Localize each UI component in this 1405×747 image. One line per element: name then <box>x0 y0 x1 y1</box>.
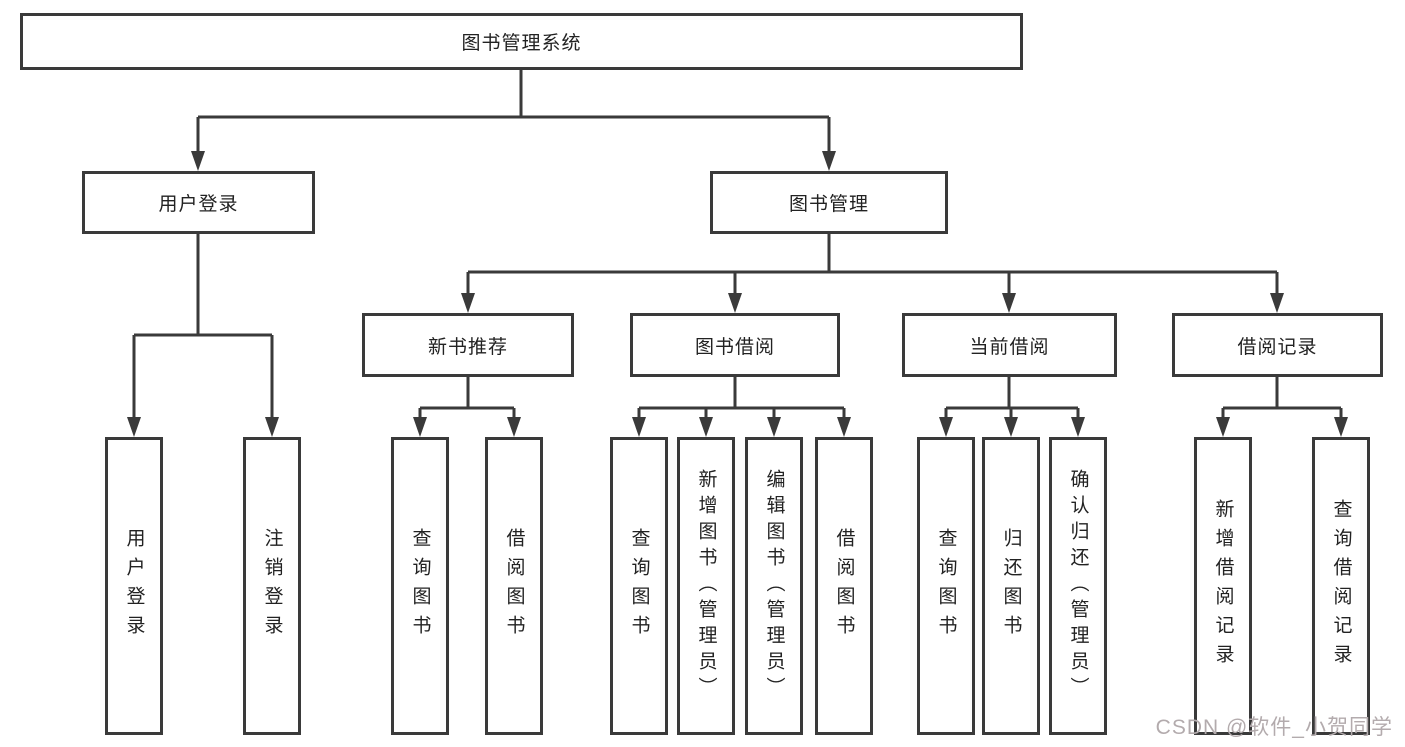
node-book-borrowing-label: 图书借阅 <box>694 336 775 358</box>
leaf-edit-books-admin-label: 编辑图书（管理员） <box>763 469 785 703</box>
leaf-user-login: 用户登录 <box>105 437 163 735</box>
leaf-borrow-books-1-label: 借阅图书 <box>503 528 525 644</box>
node-borrowing-records: 借阅记录 <box>1172 313 1383 377</box>
connector-user-login <box>132 234 274 420</box>
node-current-borrowing-label: 当前借阅 <box>969 336 1050 358</box>
leaf-query-books-3: 查询图书 <box>917 437 975 735</box>
node-user-login-label: 用户登录 <box>158 194 239 215</box>
connector-book-mgmt <box>466 234 1279 296</box>
leaf-borrow-books-1: 借阅图书 <box>485 437 543 735</box>
leaf-query-books-2: 查询图书 <box>610 437 668 735</box>
node-system-root: 图书管理系统 <box>20 13 1023 70</box>
node-system-root-label: 图书管理系统 <box>461 33 582 54</box>
leaf-query-books-2-label: 查询图书 <box>628 528 650 644</box>
leaf-logout-label: 注销登录 <box>261 528 283 644</box>
leaf-query-books-1-label: 查询图书 <box>409 528 431 644</box>
node-borrowing-records-label: 借阅记录 <box>1237 336 1318 358</box>
leaf-confirm-return-admin: 确认归还（管理员） <box>1049 437 1107 735</box>
connector-records <box>1221 377 1343 420</box>
leaf-borrow-books-2-label: 借阅图书 <box>833 528 855 644</box>
leaf-add-books-admin: 新增图书（管理员） <box>677 437 735 735</box>
leaf-add-books-admin-label: 新增图书（管理员） <box>695 469 717 703</box>
leaf-add-borrow-record-label: 新增借阅记录 <box>1212 499 1234 673</box>
csdn-watermark: CSDN @软件_小贺同学 <box>1155 716 1393 739</box>
node-current-borrowing: 当前借阅 <box>902 313 1117 377</box>
leaf-user-login-label: 用户登录 <box>123 528 145 644</box>
node-new-book-recommend-label: 新书推荐 <box>427 336 508 358</box>
leaf-confirm-return-admin-label: 确认归还（管理员） <box>1067 469 1089 703</box>
leaf-query-books-3-label: 查询图书 <box>935 528 957 644</box>
connector-borrowing <box>637 377 846 420</box>
leaf-query-books-1: 查询图书 <box>391 437 449 735</box>
leaf-borrow-books-2: 借阅图书 <box>815 437 873 735</box>
arrowheads <box>127 151 1348 437</box>
connector-root <box>196 70 831 155</box>
leaf-return-books-label: 归还图书 <box>1000 528 1022 644</box>
connector-current <box>944 377 1080 420</box>
node-book-management: 图书管理 <box>710 171 948 234</box>
connector-new-books <box>418 377 516 420</box>
node-user-login: 用户登录 <box>82 171 315 234</box>
leaf-add-borrow-record: 新增借阅记录 <box>1194 437 1252 735</box>
leaf-query-borrow-record-label: 查询借阅记录 <box>1330 499 1352 673</box>
leaf-edit-books-admin: 编辑图书（管理员） <box>745 437 803 735</box>
node-new-book-recommend: 新书推荐 <box>362 313 574 377</box>
node-book-management-label: 图书管理 <box>788 194 869 215</box>
node-book-borrowing: 图书借阅 <box>630 313 840 377</box>
leaf-query-borrow-record: 查询借阅记录 <box>1312 437 1370 735</box>
leaf-return-books: 归还图书 <box>982 437 1040 735</box>
leaf-logout: 注销登录 <box>243 437 301 735</box>
